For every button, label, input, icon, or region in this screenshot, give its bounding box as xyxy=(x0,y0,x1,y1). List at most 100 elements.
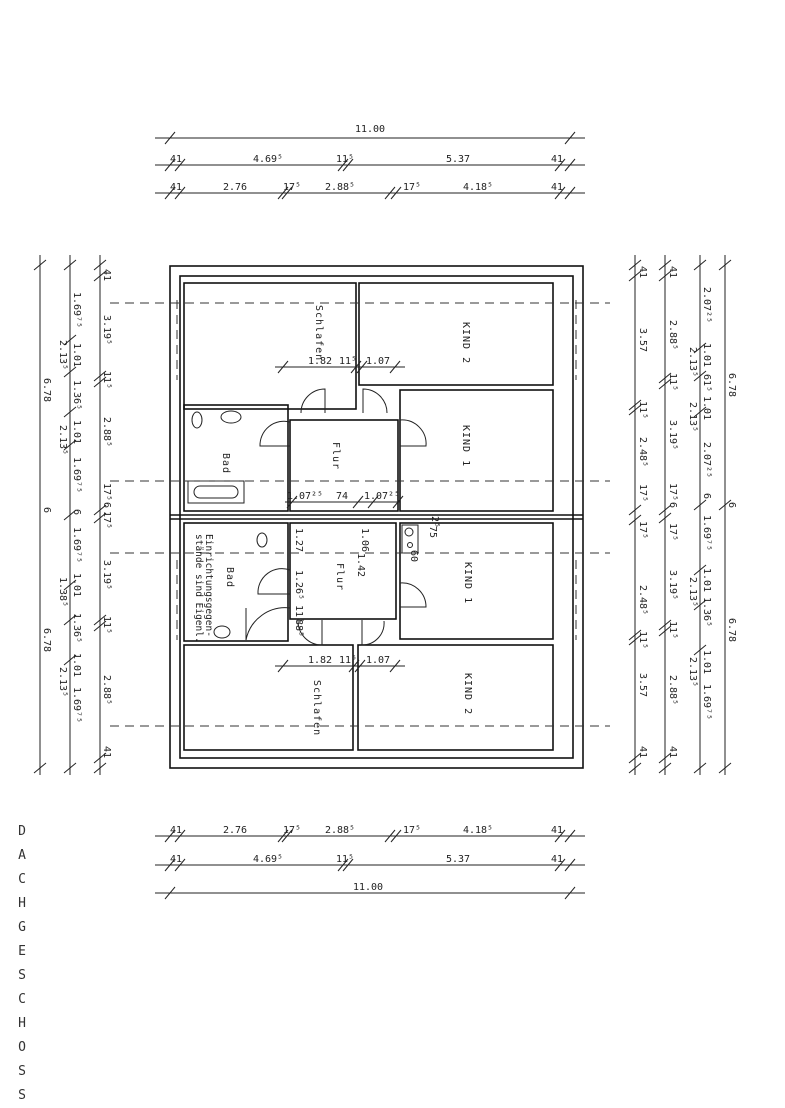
dim-label-bottom: 4.69⁵ xyxy=(253,854,283,865)
dimension-tick xyxy=(93,259,107,271)
dimension-tick xyxy=(63,259,77,271)
dimension-tick xyxy=(554,829,566,843)
dim-label-bottom: 41 xyxy=(170,825,182,836)
dim-label-inner: 75 xyxy=(427,526,438,538)
dim-label-right: 2.48⁵ xyxy=(637,437,648,467)
dimension-tick xyxy=(277,186,289,200)
dimension-tick xyxy=(564,131,576,145)
dim-label-left: 2.13⁵ xyxy=(57,340,68,370)
dimension-tick xyxy=(564,829,576,843)
dimension-tick xyxy=(628,629,642,641)
dim-label-left: 1.01 xyxy=(71,653,82,677)
dim-label-inner: 1.07²⁵ xyxy=(364,491,400,502)
dimension-tick xyxy=(658,504,672,516)
dim-label-left: 1.69⁷⁵ xyxy=(71,527,82,563)
dimension-tick xyxy=(554,158,566,172)
dimension-tick xyxy=(93,376,107,388)
dimension-tick xyxy=(658,619,672,631)
dimension-tick xyxy=(389,360,401,374)
dimension-tick xyxy=(63,509,77,521)
dim-label-right: 6 xyxy=(667,502,678,508)
dimension-tick xyxy=(164,158,176,172)
dim-label-inner: 1.07 xyxy=(366,356,390,367)
dimension-tick xyxy=(628,399,642,411)
dim-label-bottom-total: 11.00 xyxy=(353,882,383,893)
dimension-tick xyxy=(164,131,176,145)
dimension-tick xyxy=(390,186,402,200)
title-letter: H xyxy=(18,896,26,911)
dim-label-bottom: 41 xyxy=(170,854,182,865)
dimension-tick xyxy=(277,360,289,374)
dimension-tick xyxy=(342,158,354,172)
dimension-tick xyxy=(63,762,77,774)
room-label-kind1: KIND 1 xyxy=(460,425,471,467)
dimension-tick xyxy=(367,495,379,509)
dim-label-left: 3.19⁵ xyxy=(101,560,112,590)
dimension-tick xyxy=(352,495,364,509)
dim-label-left: 1.38⁵ xyxy=(57,577,68,607)
bathtub-icon xyxy=(187,480,245,504)
dim-label-left: 6.78 xyxy=(41,628,52,652)
dimension-tick xyxy=(564,158,576,172)
dimension-tick xyxy=(628,270,642,282)
axis-lines xyxy=(110,300,610,727)
dim-label-right: 3.19⁵ xyxy=(667,570,678,600)
dim-label-top: 4.18⁵ xyxy=(463,182,493,193)
dim-label-right: 2.07²⁵ xyxy=(701,287,712,323)
dim-label-inner: 88⁵ xyxy=(293,619,304,637)
dimension-tick xyxy=(658,512,672,524)
dim-label-inner: 60 xyxy=(408,550,419,562)
dim-label-right: 11⁵ xyxy=(667,621,678,639)
dimension-tick xyxy=(33,259,47,271)
dimension-tick xyxy=(354,659,366,673)
dimension-tick xyxy=(164,829,176,843)
furniture-note: Einrichtungsgegen- xyxy=(203,534,214,637)
dim-label-left: 6 xyxy=(41,507,52,513)
room-label-bad: Bad xyxy=(220,453,231,474)
dimension-tick xyxy=(658,625,672,637)
dimension-tick xyxy=(350,360,362,374)
dimension-tick xyxy=(384,186,396,200)
dimension-tick xyxy=(628,259,642,271)
dim-label-right: 3.57 xyxy=(637,328,648,352)
dim-label-right: 2.48⁵ xyxy=(637,585,648,615)
dim-label-left: 1.01 xyxy=(71,573,82,597)
dimension-tick xyxy=(63,579,77,591)
dimension-tick xyxy=(174,858,186,872)
dim-label-inner: 11⁵ xyxy=(339,655,357,666)
sink-icon xyxy=(213,625,231,639)
dim-label-top: 41 xyxy=(170,154,182,165)
dim-label-inner: 1.06 xyxy=(359,528,370,552)
dim-label-left: 11⁵ xyxy=(101,371,112,389)
dimension-tick xyxy=(658,752,672,764)
room-label-flur: Flur xyxy=(334,563,345,591)
dim-label-right: 1.01 xyxy=(701,396,712,420)
dimension-tick xyxy=(174,829,186,843)
dim-label-right: 17⁵ xyxy=(637,484,648,502)
dimension-tick xyxy=(564,186,576,200)
title-letter: E xyxy=(18,944,26,959)
dim-label-left: 2.13⁵ xyxy=(57,425,68,455)
dim-label-right: 17⁵ xyxy=(667,523,678,541)
dim-label-right: 1.01 xyxy=(701,568,712,592)
dim-label-right: 11⁵ xyxy=(637,401,648,419)
dimension-tick xyxy=(337,158,349,172)
doors[interactable] xyxy=(245,388,427,646)
title-letter: D xyxy=(18,824,26,839)
room-labels: Schlafen KIND 2 KIND 1 Bad Flur Bad Flur… xyxy=(193,305,473,736)
dim-label-inner: 1.27 xyxy=(293,528,304,552)
dim-label-inner: 11⁵ xyxy=(339,356,357,367)
dimension-tick xyxy=(693,599,707,611)
dimension-tick xyxy=(63,439,77,451)
dimension-tick xyxy=(342,858,354,872)
dimension-tick xyxy=(93,752,107,764)
dimension-tick xyxy=(281,186,293,200)
dimension-tick xyxy=(33,762,47,774)
dimension-tick xyxy=(63,654,77,666)
dimension-tick xyxy=(554,858,566,872)
title-letter: S xyxy=(18,1064,26,1079)
dim-label-right: 6 xyxy=(726,502,737,508)
title-letter: G xyxy=(18,920,26,935)
dim-label-right: 6 xyxy=(701,493,712,499)
dimension-tick xyxy=(718,259,732,271)
